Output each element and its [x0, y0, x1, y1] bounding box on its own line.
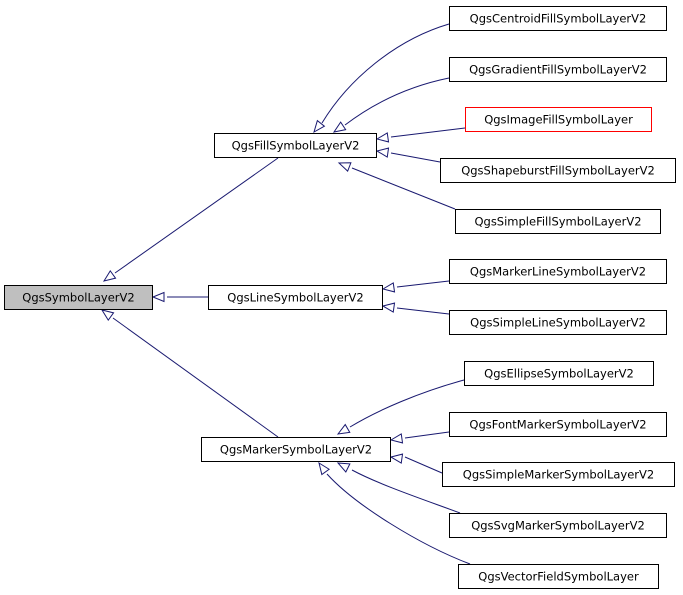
edge-image-to-fill [375, 127, 466, 143]
class-node-vectorfield[interactable]: QgsVectorFieldSymbolLayer [458, 564, 659, 589]
inheritance-arrowhead [151, 291, 165, 303]
inheritance-arrowhead [336, 423, 351, 435]
class-node-label: QgsSvgMarkerSymbolLayerV2 [471, 519, 645, 533]
class-node-svgmarker[interactable]: QgsSvgMarkerSymbolLayerV2 [449, 513, 667, 538]
edge-line [404, 456, 443, 474]
class-node-label: QgsImageFillSymbolLayer [484, 113, 633, 127]
edge-line [390, 127, 466, 138]
class-node-label: QgsMarkerSymbolLayerV2 [220, 443, 372, 457]
edge-fontmarker-to-marker [389, 431, 450, 444]
class-node-markerline[interactable]: QgsMarkerLineSymbolLayerV2 [449, 259, 667, 284]
inheritance-arrowhead [381, 282, 396, 293]
class-node-label: QgsMarkerLineSymbolLayerV2 [470, 265, 646, 279]
inheritance-arrowhead [332, 121, 347, 133]
class-node-label: QgsVectorFieldSymbolLayer [478, 570, 639, 584]
class-node-box [440, 158, 676, 183]
inheritance-arrowhead [318, 461, 331, 476]
edge-ellipse-to-marker [336, 379, 465, 435]
edge-simplefill-to-fill [337, 162, 456, 210]
edge-shapeburst-to-fill [375, 147, 441, 163]
class-node-label: QgsGradientFillSymbolLayerV2 [469, 63, 647, 77]
edge-fill-to-root [102, 157, 279, 282]
class-node-label: QgsSimpleMarkerSymbolLayerV2 [463, 468, 654, 482]
edge-line [112, 317, 279, 438]
class-node-simplefill[interactable]: QgsSimpleFillSymbolLayerV2 [455, 209, 661, 234]
class-node-box [4, 285, 153, 310]
class-node-box [449, 6, 667, 31]
class-node-gradient[interactable]: QgsGradientFillSymbolLayerV2 [449, 57, 667, 82]
class-node-label: QgsFontMarkerSymbolLayerV2 [469, 418, 646, 432]
inheritance-arrowhead [337, 162, 352, 173]
class-node-box [449, 513, 667, 538]
class-node-box [442, 462, 675, 487]
inheritance-arrowhead [102, 269, 117, 282]
edge-vectorfield-to-marker [318, 461, 471, 565]
class-node-label: QgsShapeburstFillSymbolLayerV2 [461, 164, 655, 178]
edge-line [396, 307, 450, 315]
edge-line [351, 469, 461, 514]
edge-line [321, 23, 450, 124]
class-node-box [458, 564, 659, 589]
class-node-box [449, 310, 667, 335]
edge-marker-to-root [100, 309, 279, 438]
class-node-fill[interactable]: QgsFillSymbolLayerV2 [214, 133, 377, 158]
inheritance-arrowhead [381, 302, 396, 313]
class-node-line[interactable]: QgsLineSymbolLayerV2 [208, 285, 383, 310]
edge-line [344, 77, 450, 126]
class-node-label: QgsSimpleFillSymbolLayerV2 [474, 215, 641, 229]
edge-gradient-to-fill [332, 77, 450, 133]
inheritance-arrowhead [375, 147, 390, 158]
edge-markerline-to-line [381, 280, 450, 293]
edge-layer [100, 23, 471, 565]
inheritance-arrowhead [389, 433, 404, 444]
class-node-box [449, 57, 667, 82]
class-node-box [464, 361, 654, 386]
class-node-label: QgsLineSymbolLayerV2 [227, 291, 363, 305]
inheritance-arrowhead [313, 119, 326, 134]
class-node-label: QgsSimpleLineSymbolLayerV2 [470, 316, 646, 330]
class-node-label: QgsSymbolLayerV2 [22, 291, 134, 305]
class-node-box [455, 209, 661, 234]
inheritance-arrowhead [336, 462, 351, 473]
edge-line [114, 157, 279, 274]
inheritance-arrowhead [389, 453, 404, 464]
edge-svgmarker-to-marker [336, 462, 461, 514]
class-node-centroid[interactable]: QgsCentroidFillSymbolLayerV2 [449, 6, 667, 31]
class-node-box [214, 133, 377, 158]
class-node-box [449, 259, 667, 284]
edge-centroid-to-fill [313, 23, 450, 134]
edge-line [326, 473, 471, 565]
class-node-shapeburst[interactable]: QgsShapeburstFillSymbolLayerV2 [440, 158, 676, 183]
edge-line [404, 431, 450, 439]
class-node-ellipse[interactable]: QgsEllipseSymbolLayerV2 [464, 361, 654, 386]
class-node-root: QgsSymbolLayerV2 [4, 285, 153, 310]
edge-line [396, 280, 450, 288]
class-node-label: QgsEllipseSymbolLayerV2 [484, 367, 634, 381]
edge-line [351, 167, 456, 210]
edge-simplemarker-to-marker [389, 453, 443, 474]
class-node-image[interactable]: QgsImageFillSymbolLayer [465, 107, 652, 132]
node-layer: QgsSymbolLayerV2 QgsFillSymbolLayerV2QgsL… [4, 6, 676, 589]
class-node-box [201, 437, 391, 462]
edge-simpleline-to-line [381, 302, 450, 315]
class-node-box [449, 412, 667, 437]
class-node-label: QgsFillSymbolLayerV2 [232, 139, 360, 153]
class-node-marker[interactable]: QgsMarkerSymbolLayerV2 [201, 437, 391, 462]
class-node-box [208, 285, 383, 310]
edge-line-to-root [151, 291, 208, 303]
inheritance-arrowhead [375, 132, 390, 143]
class-node-box [465, 107, 652, 132]
edge-line [390, 152, 441, 163]
class-node-simplemarker[interactable]: QgsSimpleMarkerSymbolLayerV2 [442, 462, 675, 487]
edge-line [349, 379, 465, 428]
class-node-fontmarker[interactable]: QgsFontMarkerSymbolLayerV2 [449, 412, 667, 437]
class-node-simpleline[interactable]: QgsSimpleLineSymbolLayerV2 [449, 310, 667, 335]
class-node-label: QgsCentroidFillSymbolLayerV2 [470, 12, 647, 26]
inheritance-arrowhead [100, 309, 115, 322]
